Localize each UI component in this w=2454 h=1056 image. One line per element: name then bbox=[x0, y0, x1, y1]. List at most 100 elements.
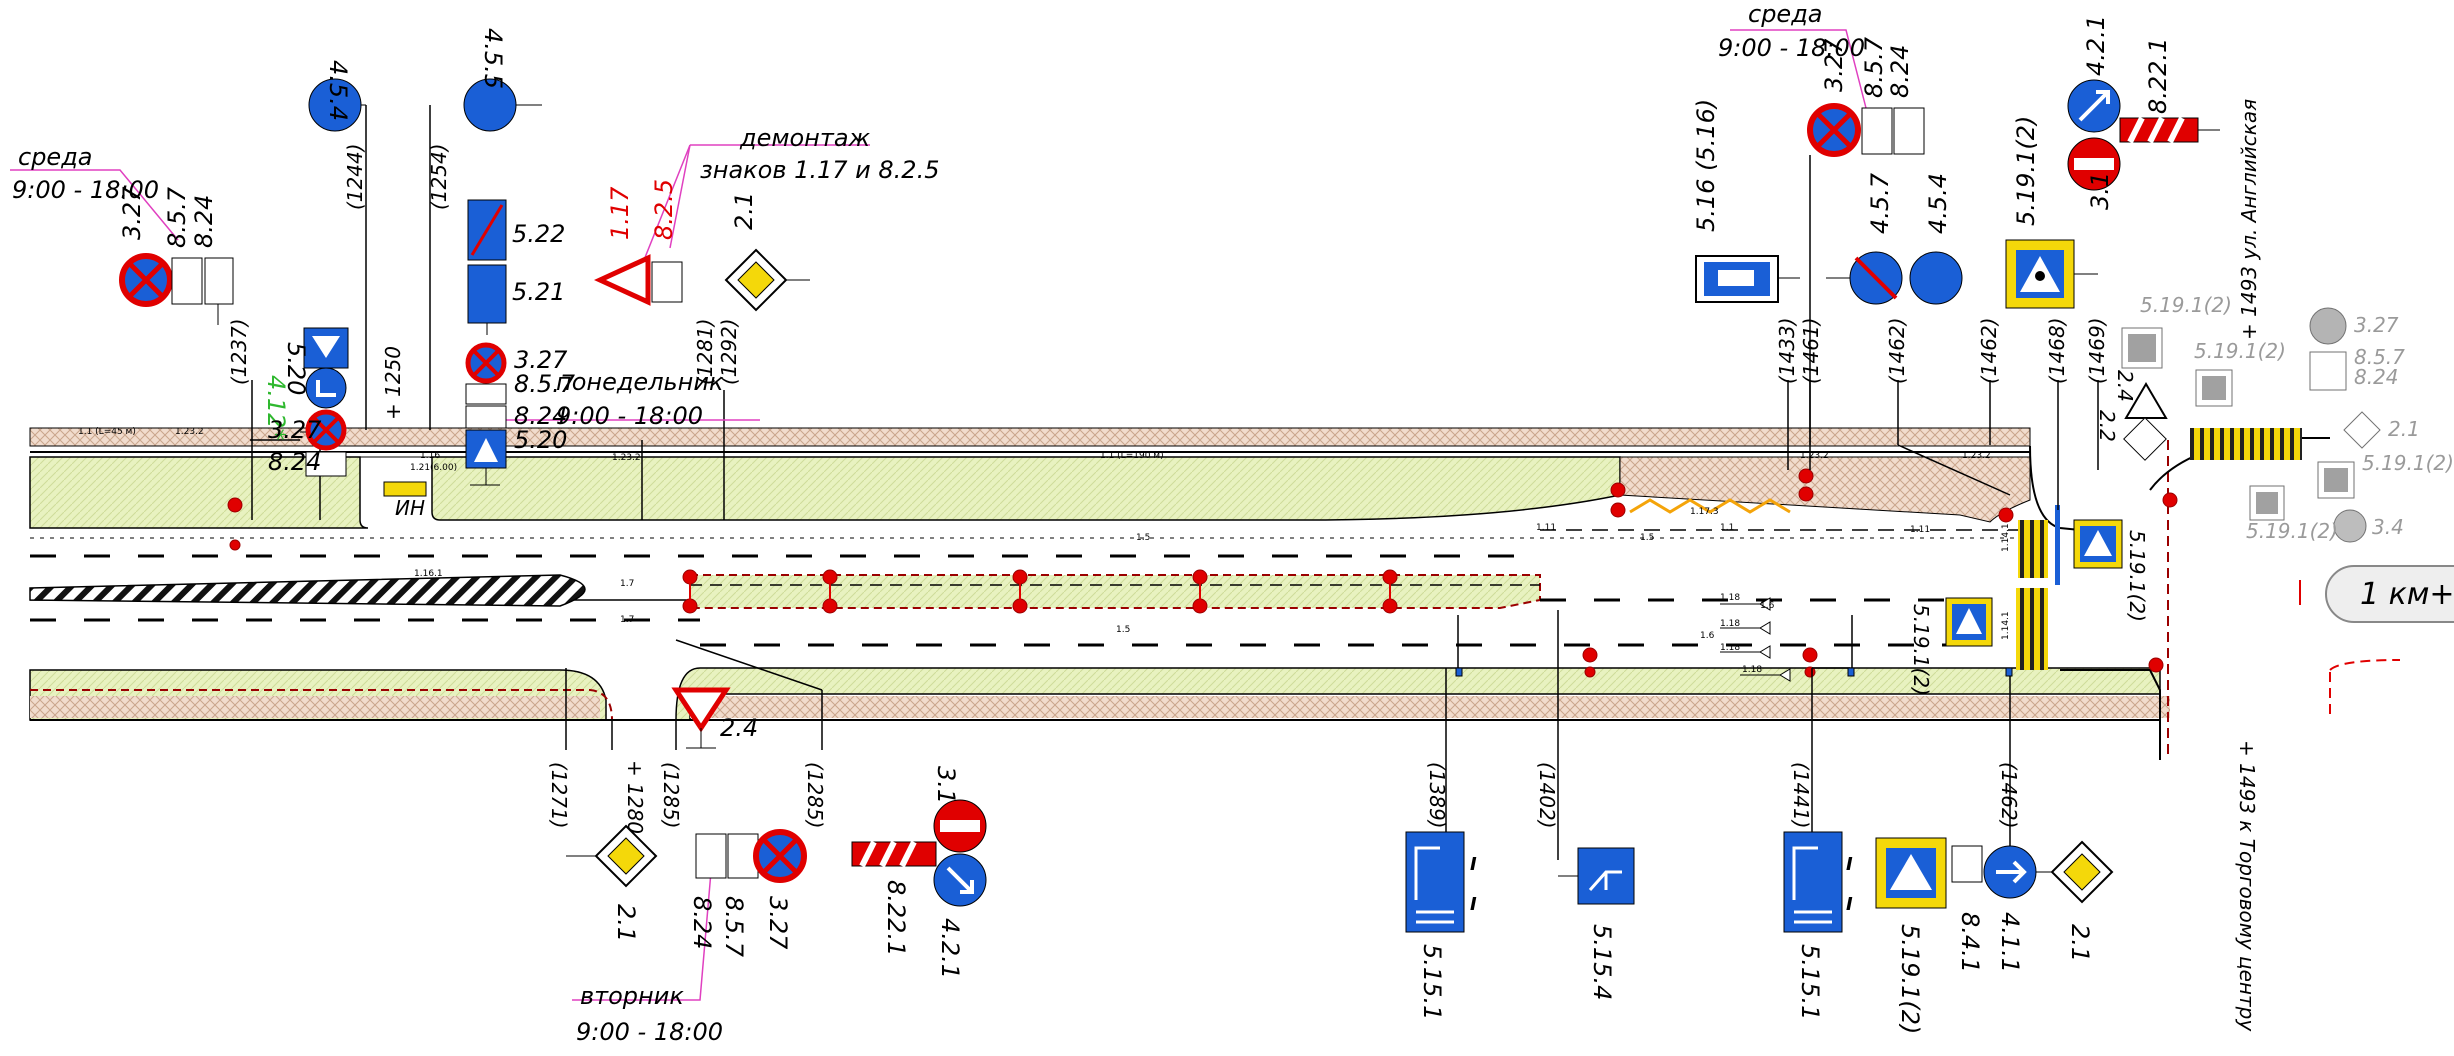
chainage-c1280-label: + 1280 bbox=[623, 760, 647, 834]
signs-s21-g-label: 2.1 bbox=[2388, 417, 2420, 441]
sign-5-15-1-right-icon: I I bbox=[1783, 831, 1853, 933]
signs-s841-label: 8.4.1 bbox=[1956, 912, 1984, 973]
signs-s824-stack-label: 8.24 bbox=[268, 448, 321, 476]
signs-s5151-a-label: 5.15.1 bbox=[1418, 944, 1446, 1020]
signs-s5191-cross-label: 5.19.1(2) bbox=[2125, 530, 2149, 622]
markings-m1232c-label: 1.23.2 bbox=[1800, 451, 1829, 461]
signs-s22-r-label: 2.2 bbox=[2095, 410, 2119, 442]
markings-m18c-label: 1.18 bbox=[1720, 643, 1740, 653]
lane-markings bbox=[29, 428, 2302, 682]
markings-m116-label: 1.16 bbox=[420, 451, 440, 461]
markings-m16-label: 1.6 bbox=[1760, 601, 1775, 611]
sign-4-5-5-icon: 4.5.5 bbox=[463, 28, 542, 132]
chainage-c1462c-label: (1462) bbox=[1997, 762, 2021, 829]
markings-m11-label: 1.1 bbox=[1720, 523, 1734, 533]
signs-s825-label: 8.2.5 bbox=[650, 179, 678, 240]
signs-s824-g-label: 8.24 bbox=[2354, 365, 2399, 389]
signs-s5191-mid-label: 5.19.1(2) bbox=[1909, 604, 1933, 696]
sign-3-27-stack-icon bbox=[305, 409, 347, 477]
chainage-c1402-label: (1402) bbox=[1535, 762, 1559, 829]
signs-s411-label: 4.1.1 bbox=[1996, 912, 2024, 973]
chainage-c1441-label: (1441) bbox=[1789, 762, 1813, 829]
chainage-c1271-label: (1271) bbox=[547, 762, 571, 829]
chainage-c1389-label: (1389) bbox=[1425, 762, 1449, 829]
sign-2-1-bottom-icon bbox=[566, 824, 658, 888]
chainage-c1433-label: (1433) bbox=[1775, 317, 1799, 384]
sign-5-15-1-left-icon: I I bbox=[1405, 831, 1477, 933]
markings-m1216-label: 1.21(6.00) bbox=[410, 463, 457, 473]
signs-s857-l-label: 8.5.7 bbox=[163, 186, 191, 248]
notes-wednesday-left-time-label: 9:00 - 18:00 bbox=[12, 176, 159, 204]
signs-s24-b-label: 2.4 bbox=[720, 714, 758, 742]
sign-3-27-bottom-icon bbox=[695, 829, 807, 883]
signs-s824-m-label: 8.24 bbox=[514, 402, 567, 430]
sign-2-1-top-icon bbox=[724, 248, 810, 312]
notes-wednesday-left-day-label: среда bbox=[18, 143, 93, 171]
signs-s8221-b-label: 8.22.1 bbox=[882, 880, 910, 956]
signs-s824-b-label: 8.24 bbox=[688, 896, 716, 949]
signs-s5191-g2-label: 5.19.1(2) bbox=[2194, 339, 2286, 363]
label-label: I bbox=[1470, 894, 1477, 915]
label-label: I bbox=[1470, 854, 1477, 875]
signs-s34-g-label: 3.4 bbox=[2372, 515, 2404, 539]
chainage-c1285a-label: (1285) bbox=[659, 762, 683, 829]
notes-tuesday-day-label: вторник bbox=[580, 982, 684, 1010]
chainage-c1468-label: (1468) bbox=[2045, 317, 2069, 384]
sign-4-2-1-top-icon bbox=[2067, 79, 2220, 191]
sign-5-19-1-bottom-icon bbox=[1875, 837, 2114, 909]
markings-m17b-label: 1.7 bbox=[620, 615, 634, 625]
signs-s327-g-label: 3.27 bbox=[2354, 313, 2399, 337]
signs-s21-b-label: 2.1 bbox=[612, 904, 640, 942]
sign-8-22-1-bottom-icon bbox=[851, 799, 987, 907]
signs-s457-label: 4.5.7 bbox=[1866, 172, 1894, 234]
sign-3-27-right-icon bbox=[1807, 103, 1925, 157]
markings-m1161-label: 1.16.1 bbox=[414, 569, 443, 579]
streets-km-badge-label: 1 км+ bbox=[2360, 577, 2454, 612]
note-leaders bbox=[10, 29, 1867, 1001]
signs-s857-g-label: 8.5.7 bbox=[2354, 345, 2405, 369]
markings-m111b-label: 1.11 bbox=[1910, 525, 1930, 535]
signs-s824-l-label: 8.24 bbox=[190, 195, 218, 248]
chainage-c1462b-label: (1462) bbox=[1977, 317, 2001, 384]
road-base bbox=[29, 427, 2330, 760]
markings-m11-190-label: 1.1 (L=190 м) bbox=[1100, 451, 1164, 461]
signs-s21-top-label: 2.1 bbox=[730, 192, 758, 230]
sign-2-4-right-icon bbox=[2123, 382, 2168, 461]
streets-torgovy-center-label: + 1493 к Торговому центру bbox=[2235, 740, 2259, 1032]
signs-s24-r-label: 2.4 bbox=[2113, 370, 2137, 402]
signs-s31-b-label: 3.1 bbox=[932, 766, 960, 804]
markings-m15b-label: 1.5 bbox=[1640, 533, 1654, 543]
signs-in-label-label: ИН bbox=[395, 496, 425, 520]
notes-wednesday-right-time-label: 9:00 - 18:00 bbox=[1718, 34, 1865, 62]
chainage-c1244-label: (1244) bbox=[343, 143, 367, 210]
markings-m18a-label: 1.18 bbox=[1720, 593, 1740, 603]
signs-s857-b-label: 8.5.7 bbox=[720, 896, 748, 958]
markings-m1232a-label: 1.23.2 bbox=[175, 427, 204, 437]
signs-s412-label: 4.12* bbox=[262, 375, 290, 440]
signs-s5191-g3-label: 5.19.1(2) bbox=[2362, 451, 2454, 475]
signs-s522-label: 5.22 bbox=[512, 220, 565, 248]
markings-m1173-label: 1.17.3 bbox=[1690, 507, 1719, 517]
label-label: I bbox=[1846, 894, 1853, 915]
sign-5-19-1-top-icon bbox=[2005, 239, 2098, 309]
label-label: I bbox=[1846, 854, 1853, 875]
sign-pole-lines bbox=[250, 105, 2099, 860]
signs-s857-m-label: 8.5.7 bbox=[514, 370, 576, 398]
sign-4-5-7-icon bbox=[1826, 251, 1963, 305]
chainage-c1462a-label: (1462) bbox=[1885, 317, 1909, 384]
notes-monday-time-label: 9:00 - 18:00 bbox=[556, 402, 703, 430]
chainage-c1250-label: + 1250 bbox=[381, 346, 405, 420]
signs-s521-label: 5.21 bbox=[512, 278, 565, 306]
signs-s5191-top-label: 5.19.1(2) bbox=[2012, 116, 2040, 226]
signs-s455-label: 4.5.5 bbox=[479, 28, 507, 89]
signs-s327-b-label: 3.27 bbox=[764, 896, 792, 950]
sign-2-4-bottom-icon bbox=[671, 687, 731, 749]
signs-s5154-label: 5.15.4 bbox=[1588, 924, 1616, 1000]
signs-s516-label: 5.16 (5.16) bbox=[1692, 99, 1720, 232]
notes-dismantle-line2-label: знаков 1.17 и 8.2.5 bbox=[700, 156, 939, 184]
signs-s327-stack-label: 3.27 bbox=[268, 416, 322, 444]
markings-m1232d-label: 1.23.2 bbox=[1962, 451, 1991, 461]
sign-5-19-1-crossing-icon bbox=[1945, 519, 2123, 647]
markings-m1141a-label: 1.14.1 bbox=[2001, 523, 2011, 552]
